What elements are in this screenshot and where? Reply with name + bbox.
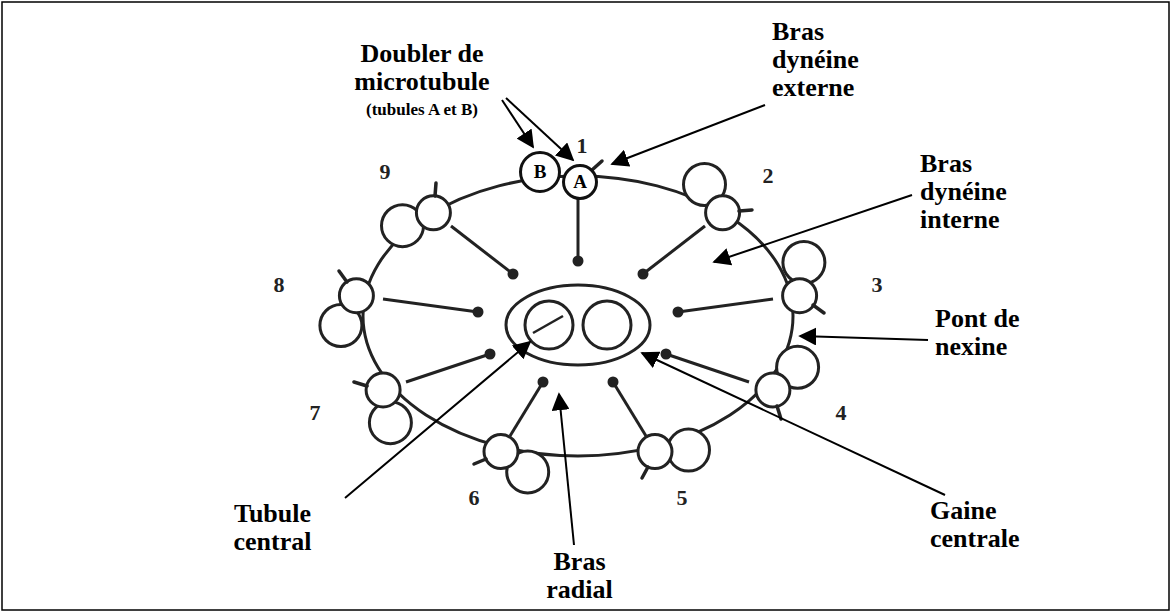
part-label: Bras radial — [532, 548, 627, 604]
callout-number: 9 — [380, 160, 391, 184]
dynein-arms — [339, 161, 824, 478]
callout-number: 4 — [836, 401, 847, 425]
leader-arrows — [345, 98, 945, 545]
part-label: Gaine centrale — [930, 497, 1075, 553]
callout-number: 7 — [310, 401, 321, 425]
part-label: Doubler de microtubule — [336, 40, 508, 96]
callout-number: 5 — [677, 486, 688, 510]
central-sheath — [506, 285, 650, 365]
microtubule-doublets — [320, 164, 825, 493]
part-note: (tubules A et B) — [336, 100, 508, 120]
microtubule-circle: A — [562, 164, 598, 200]
part-label: Bras dynéine interne — [920, 150, 1042, 234]
central-tubule — [525, 301, 573, 349]
radial-spokes — [383, 199, 773, 436]
nexin-ring — [363, 176, 793, 456]
part-label: Tubule central — [215, 500, 330, 556]
central-tubule — [583, 301, 631, 349]
tubule-letter: A — [573, 172, 587, 192]
callout-number: 6 — [469, 486, 480, 510]
callout-number: 2 — [763, 164, 774, 188]
part-label: Pont de nexine — [935, 305, 1085, 361]
callout-number: 1 — [577, 134, 588, 158]
microtubule-circle: B — [519, 151, 561, 193]
part-label: Bras dynéine externe — [772, 18, 894, 102]
tubule-letter: B — [534, 162, 547, 182]
callout-number: 3 — [872, 273, 883, 297]
callout-number: 8 — [274, 273, 285, 297]
